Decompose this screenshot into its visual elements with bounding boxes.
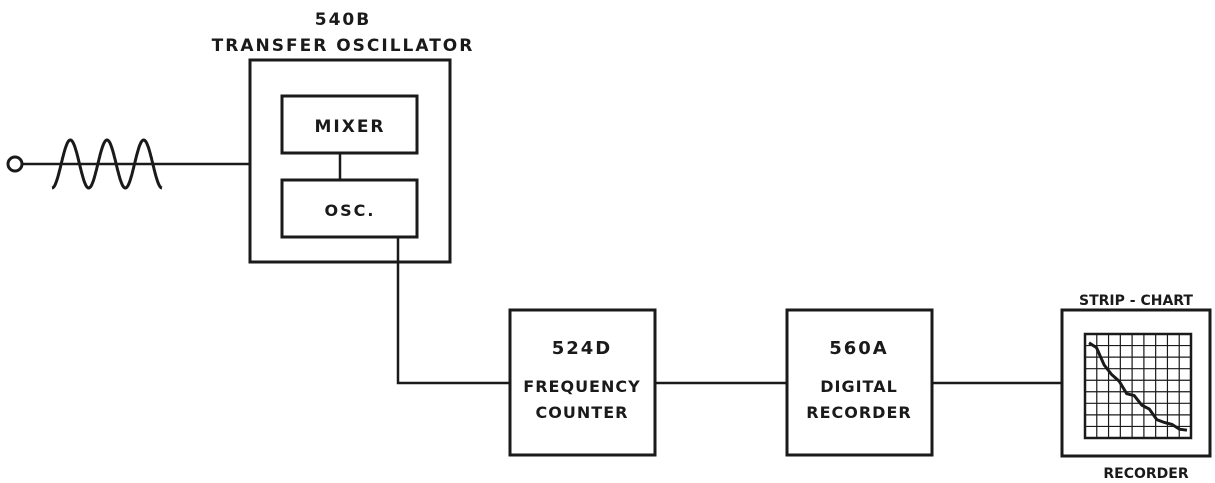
- osc-to-counter-wire: [396, 237, 510, 385]
- sine-wave-icon: [51, 138, 163, 190]
- transfer-oscillator-block: 540B TRANSFER OSCILLATOR MIXER OSC.: [212, 10, 475, 264]
- strip-chart-caption: RECORDER: [1103, 466, 1188, 482]
- digital-recorder-block: 560A DIGITAL RECORDER: [785, 308, 934, 457]
- strip-chart-grid-frame: [1083, 332, 1193, 440]
- digital-recorder-box: [785, 308, 934, 457]
- input-terminal-icon: [6, 155, 24, 173]
- transfer-oscillator-model: 540B: [315, 10, 371, 30]
- mixer-label: MIXER: [314, 117, 385, 137]
- input-signal: [6, 138, 250, 190]
- digital-recorder-line2: RECORDER: [806, 403, 911, 422]
- frequency-counter-model: 524D: [552, 338, 613, 359]
- digital-recorder-model: 560A: [829, 338, 889, 359]
- frequency-counter-line2: COUNTER: [536, 403, 629, 422]
- strip-chart-recorder-block: STRIP - CHART RECORDER: [1060, 293, 1212, 482]
- osc-box: [280, 178, 419, 239]
- mixer-box: [280, 94, 419, 155]
- strip-chart-trace: [1088, 341, 1188, 432]
- frequency-counter-box: [508, 308, 657, 457]
- frequency-counter-block: 524D FREQUENCY COUNTER: [508, 308, 657, 457]
- strip-chart-grid: [1085, 334, 1191, 438]
- frequency-counter-line1: FREQUENCY: [523, 377, 640, 396]
- transfer-oscillator-name: TRANSFER OSCILLATOR: [212, 36, 475, 56]
- strip-chart-title: STRIP - CHART: [1079, 293, 1193, 309]
- digital-recorder-line1: DIGITAL: [820, 377, 898, 396]
- osc-label: OSC.: [325, 201, 376, 220]
